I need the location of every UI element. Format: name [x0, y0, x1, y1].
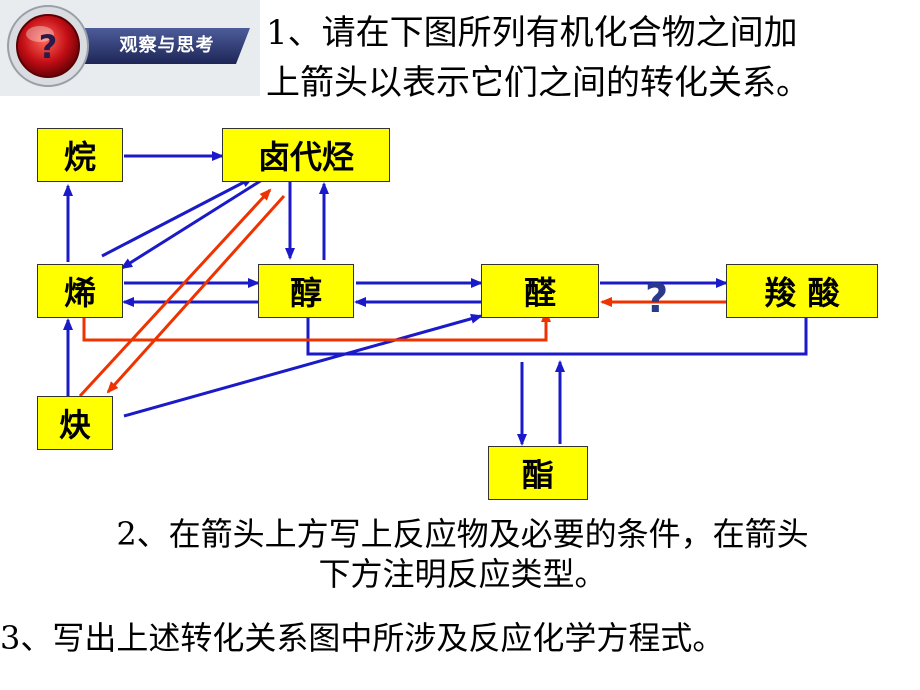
question-1: 1、请在下图所列有机化合物之间加 上箭头以表示它们之间的转化关系。	[266, 8, 916, 108]
node-carboxylic-acid: 羧 酸	[726, 264, 878, 318]
header-badge: ?	[0, 0, 260, 96]
node-ester: 酯	[488, 446, 588, 500]
arrow-alkene-to-aldehyde	[82, 310, 551, 342]
node-aldehyde: 醛	[481, 264, 599, 318]
line-alcohol-acid-bracket	[306, 316, 808, 356]
arrow-haloalkane-to-alkene	[120, 178, 263, 270]
svg-text:?: ?	[39, 28, 58, 66]
arrow-haloalkane-to-alkyne	[106, 194, 286, 394]
node-alkyne: 炔	[37, 396, 113, 450]
question-2-line-1: 2、在箭头上方写上反应物及必要的条件，在箭头	[116, 515, 809, 553]
arrow-alkyne-to-aldehyde	[123, 313, 483, 418]
node-alkane: 烷	[37, 128, 123, 182]
node-alkene: 烯	[37, 264, 123, 318]
question-2-line-2: 下方注明反应类型。	[318, 555, 607, 593]
question-1-line-2: 上箭头以表示它们之间的转化关系。	[266, 63, 810, 103]
arrow-alkene-to-haloalkane	[101, 176, 254, 258]
unknown-conversion-marker: ?	[645, 276, 669, 322]
question-1-line-1: 1、请在下图所列有机化合物之间加	[266, 13, 798, 53]
node-alcohol: 醇	[258, 264, 354, 318]
arrow-alkyne-to-haloalkane	[78, 188, 272, 398]
badge-label: 观察与思考	[119, 35, 215, 56]
question-2: 2、在箭头上方写上反应物及必要的条件，在箭头 下方注明反应类型。	[10, 514, 915, 594]
question-3: 3、写出上述转化关系图中所涉及反应化学方程式。	[0, 619, 725, 657]
node-haloalkane: 卤代烃	[222, 128, 390, 182]
